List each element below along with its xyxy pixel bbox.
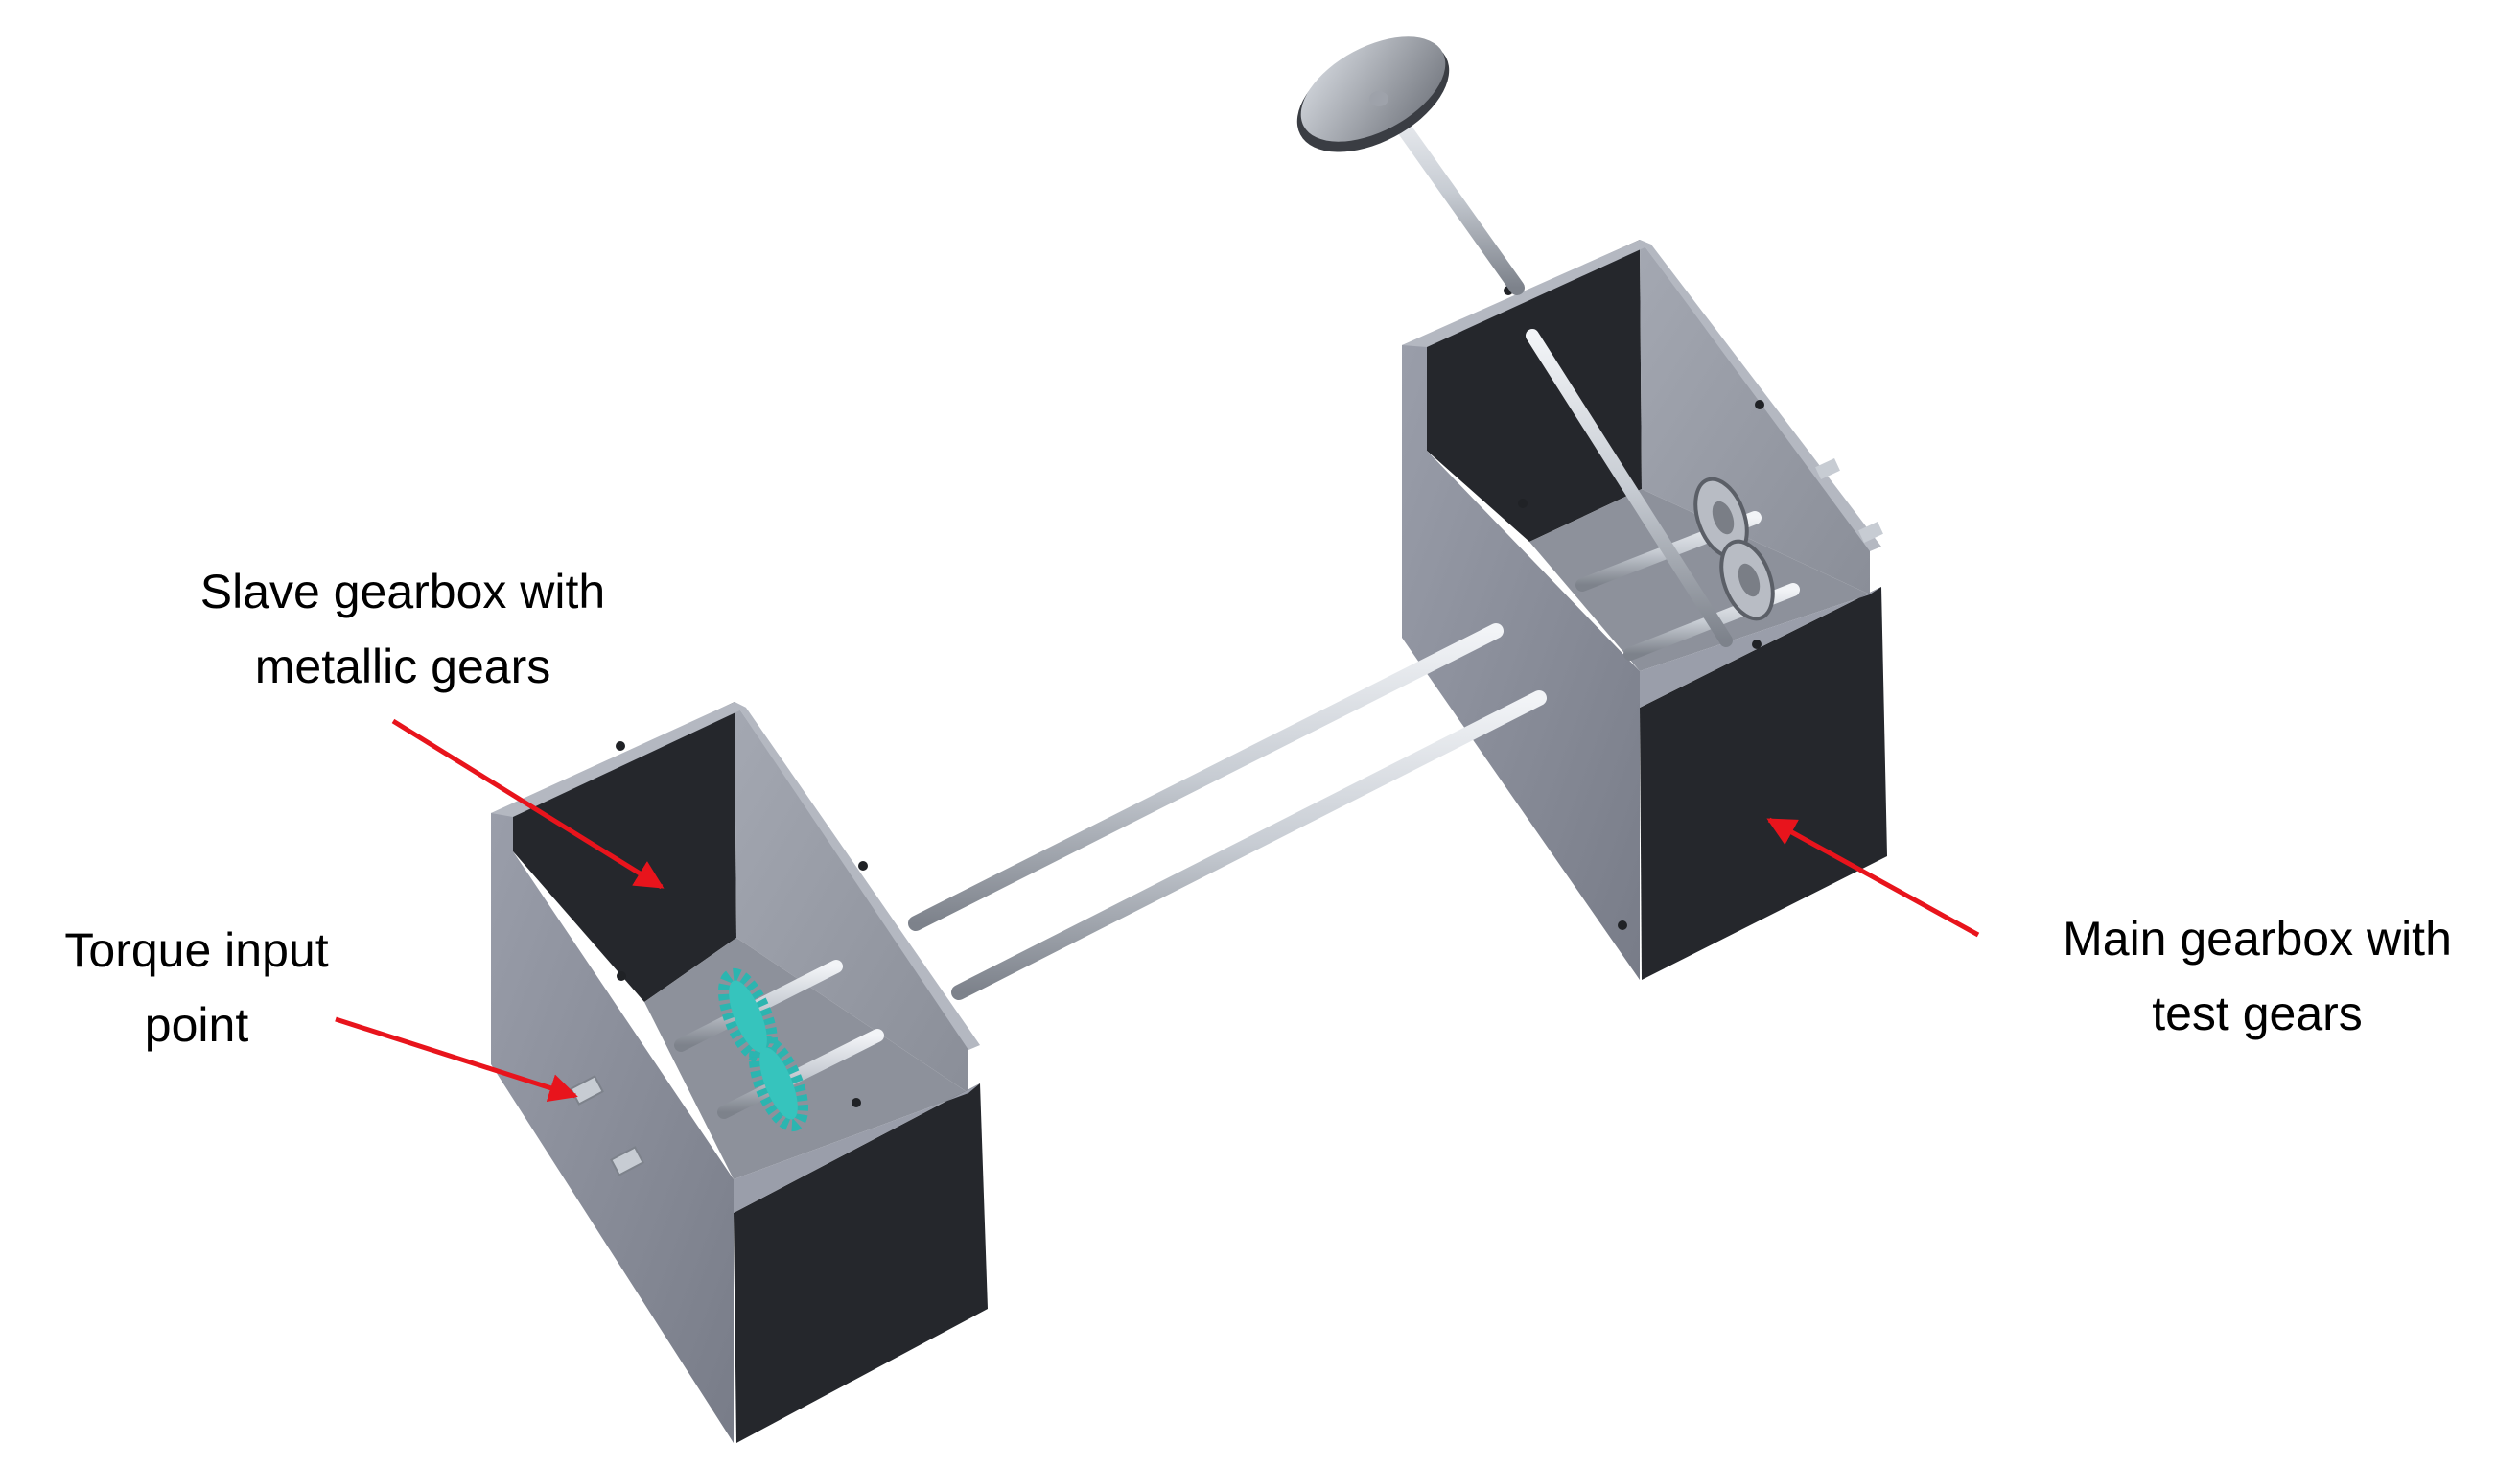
load-disc: [1300, 36, 1446, 142]
slave-gearbox-inner-side-wall: [735, 702, 968, 1093]
connecting-shaft-lower: [951, 690, 1547, 1000]
main-gearbox-load-arm: [1526, 329, 1733, 647]
slave-metallic-gears: [718, 967, 808, 1132]
metallic-gear: [749, 1035, 808, 1132]
main-gearbox-top-rim: [1402, 240, 1651, 347]
main-gearbox-bolt: [1752, 640, 1762, 649]
main-gearbox-shaft-stub: [1858, 522, 1883, 543]
slave-gearbox-front-face: [734, 1083, 988, 1443]
slave-gearbox-inner-back-wall: [513, 702, 736, 1002]
main-test-gear-hub: [1738, 563, 1761, 597]
main-gearbox-inner-floor: [1529, 489, 1870, 671]
slave-gearbox-label: Slave gearbox with metallic gears: [125, 554, 681, 704]
slave-gearbox-top-rim-right: [735, 702, 980, 1050]
slave-gearbox-bolt: [616, 741, 625, 751]
slave-gearbox-bolt: [858, 861, 868, 871]
callout-arrows: [335, 718, 1980, 1103]
slave-gearbox-bolt: [852, 1098, 861, 1107]
slave-gearbox-label-line: metallic gears: [254, 640, 551, 693]
main-gearbox-bolt: [1518, 499, 1528, 508]
torque-input-label-line: Torque input: [64, 923, 329, 977]
secondary-shaft-stub: [610, 1146, 644, 1176]
slave-gearbox-bolt: [617, 971, 626, 981]
main-gearbox: [1402, 240, 1887, 980]
main-gearbox-bolt: [1755, 400, 1764, 409]
slave-gearbox-top-rim: [491, 702, 746, 817]
load-disc-hub: [1369, 91, 1388, 106]
slave-gearbox-inner-shaft: [717, 1029, 884, 1119]
slave-gearbox-left-wall: [491, 807, 734, 1443]
torque-input-label: Torque input point: [0, 913, 393, 1062]
connecting-shafts: [908, 623, 1547, 1000]
main-gearbox-shaft-stub: [1815, 458, 1840, 479]
main-gearbox-arrow: [1766, 817, 1980, 938]
main-gearbox-label-line: Main gearbox with: [2063, 912, 2452, 966]
slave-gearbox: [491, 702, 988, 1443]
torque-input-arrow: [335, 1016, 578, 1103]
main-gearbox-left-wall: [1402, 336, 1640, 980]
main-gearbox-bolt: [1618, 920, 1627, 930]
connecting-shaft-upper: [908, 623, 1504, 931]
main-gearbox-front-face: [1640, 587, 1887, 980]
metallic-gear-face: [729, 980, 767, 1053]
slave-gearbox-front-top-edge: [734, 1083, 980, 1213]
main-gearbox-label-line: test gears: [2152, 987, 2363, 1040]
main-gearbox-label: Main gearbox with test gears: [1995, 901, 2520, 1051]
load-arm-assembly: [1296, 36, 1525, 295]
metallic-gear-face: [759, 1047, 798, 1120]
main-test-gear-hub: [1712, 501, 1735, 535]
slave-gearbox-label-line: Slave gearbox with: [199, 565, 606, 618]
slave-gearbox-arrow: [391, 718, 665, 890]
torque-input-label-line: point: [144, 998, 249, 1052]
